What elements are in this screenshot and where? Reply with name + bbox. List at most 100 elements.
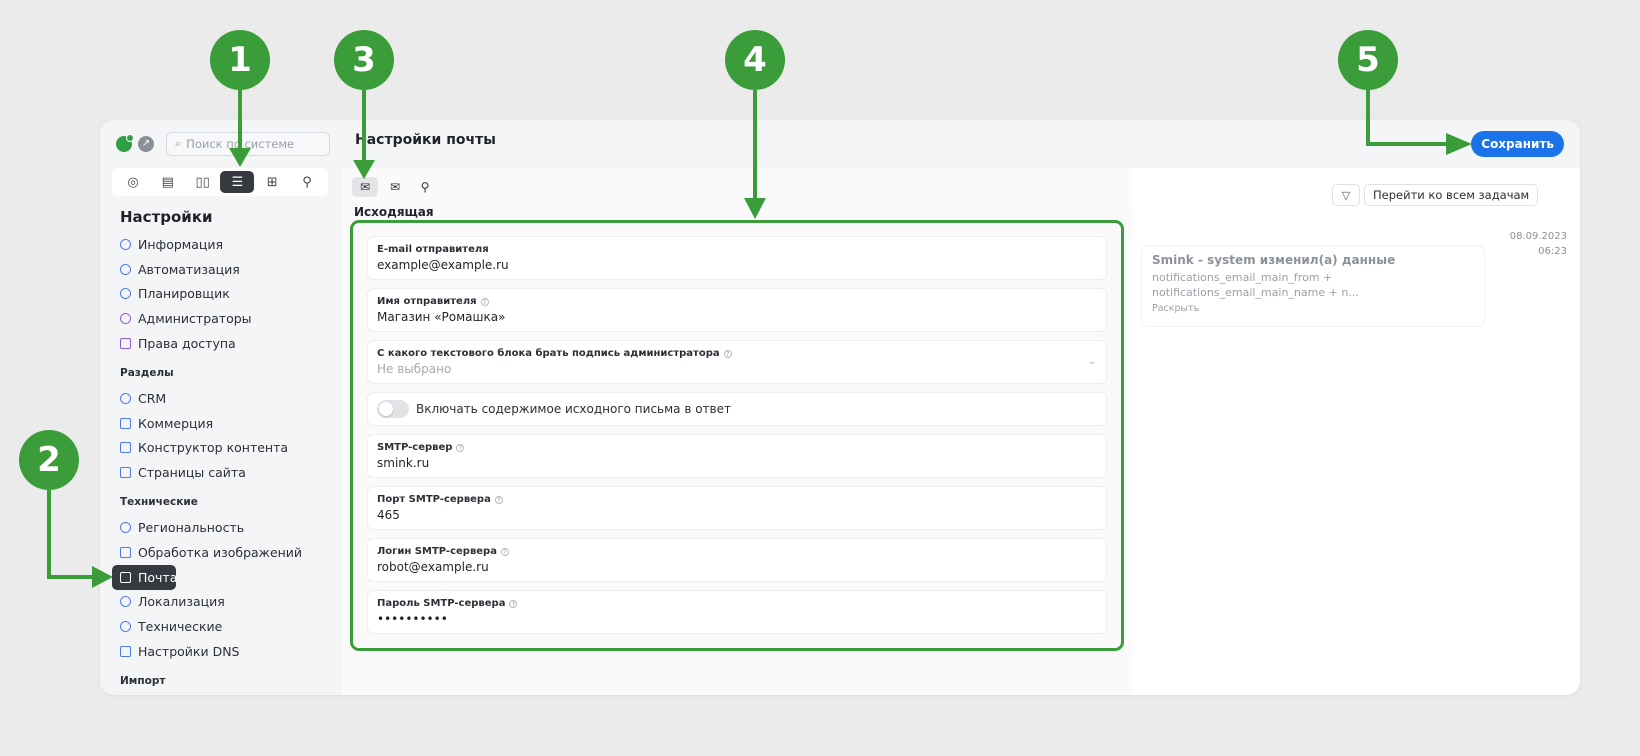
sidebar-title: Настройки [120, 208, 213, 226]
field-label: SMTP-сервер [377, 442, 453, 453]
sender-name-field[interactable]: Имя отправителя? Магазин «Ромашка» [367, 288, 1107, 332]
crm-tab-icon[interactable]: ◎ [127, 174, 139, 190]
sidebar-item-image-processing[interactable]: Обработка изображений [112, 540, 332, 565]
sidebar-section-tabs: ◎ ▤ ▯▯ ☰ ⊞ ⚲ [112, 168, 328, 196]
include-original-toggle-row: Включать содержимое исходного письма в о… [367, 392, 1107, 426]
incoming-mail-tab-icon[interactable]: ✉ [389, 180, 401, 194]
lock-icon [120, 338, 131, 350]
sidebar-item-info[interactable]: Информация [112, 232, 332, 257]
external-link-icon[interactable]: ↗ [138, 136, 154, 152]
field-value: robot@example.ru [377, 560, 489, 574]
field-label: Имя отправителя [377, 296, 477, 307]
sidebar-item-label: Автоматизация [138, 261, 240, 277]
help-icon[interactable]: ? [494, 495, 503, 504]
log-line: notifications_email_main_from + [1152, 271, 1333, 284]
search-icon: ⌕ [175, 137, 182, 150]
page-title: Настройки почты [355, 132, 496, 148]
sidebar-item-localization[interactable]: Локализация [112, 590, 332, 615]
annotation-marker-3: 3 [334, 30, 394, 90]
nav-group-import: Импорт [120, 674, 166, 687]
annotation-marker-5: 5 [1338, 30, 1398, 90]
smtp-password-field[interactable]: Пароль SMTP-сервера? •••••••••• [367, 590, 1107, 634]
info-icon [120, 238, 131, 250]
field-label: Пароль SMTP-сервера [377, 598, 506, 609]
include-original-switch[interactable] [377, 400, 409, 418]
shop-icon [120, 417, 131, 429]
sidebar-item-crm[interactable]: CRM [112, 386, 332, 411]
template-tab-icon[interactable]: ⚲ [420, 180, 430, 194]
save-button[interactable]: Сохранить [1471, 131, 1564, 157]
book-tab-icon[interactable]: ▯▯ [195, 174, 210, 190]
field-value: example@example.ru [377, 258, 509, 272]
signature-block-select[interactable]: С какого текстового блока брать подпись … [367, 340, 1107, 384]
sidebar-nav: Информация Автоматизация Планировщик Адм… [112, 232, 332, 694]
outgoing-mail-form: E-mail отправителя example@example.ru Им… [350, 220, 1124, 651]
globe-icon [120, 596, 131, 608]
help-icon[interactable]: ? [509, 599, 518, 608]
settings-tab-icon[interactable]: ☰ [220, 171, 255, 193]
user-status-icon[interactable] [116, 134, 134, 152]
sidebar-item-admins[interactable]: Администраторы [112, 306, 332, 331]
app-window: ↗ ⌕ Поиск по системе ◎ ▤ ▯▯ ☰ ⊞ ⚲ Настро… [100, 120, 1580, 695]
mail-icon [120, 571, 131, 583]
brush-tab-icon[interactable]: ⚲ [302, 174, 312, 190]
all-tasks-button[interactable]: Перейти ко всем задачам [1364, 184, 1539, 206]
sidebar-item-label: CRM [138, 390, 167, 406]
sidebar-item-access[interactable]: Права доступа [112, 331, 332, 356]
help-icon[interactable]: ? [500, 547, 509, 556]
field-label-row: Логин SMTP-сервера? [377, 546, 1097, 557]
expand-link[interactable]: Раскрыть [1152, 303, 1200, 314]
sidebar-item-commerce[interactable]: Коммерция [112, 411, 332, 436]
sidebar-item-regional[interactable]: Региональность [112, 515, 332, 540]
field-label: Логин SMTP-сервера [377, 546, 497, 557]
field-label-row: Имя отправителя? [377, 296, 1097, 307]
help-icon[interactable]: ? [723, 349, 732, 358]
outgoing-mail-tab-icon[interactable]: ✉ [352, 177, 378, 197]
image-icon [120, 546, 131, 558]
field-value: 465 [377, 508, 400, 522]
sidebar-item-technical[interactable]: Технические [112, 614, 332, 639]
filter-button[interactable]: ▽ [1332, 184, 1360, 206]
sidebar-item-dns[interactable]: Настройки DNS [112, 639, 332, 664]
filter-icon: ▽ [1341, 188, 1351, 202]
sender-email-field[interactable]: E-mail отправителя example@example.ru [367, 236, 1107, 280]
nav-group-technical: Технические [120, 496, 198, 509]
chevron-down-icon: ⌄ [1087, 356, 1096, 367]
sidebar-item-label: Локализация [138, 594, 225, 610]
smtp-server-field[interactable]: SMTP-сервер? smink.ru [367, 434, 1107, 478]
sidebar-item-label: Коммерция [138, 415, 214, 431]
help-icon[interactable]: ? [480, 297, 489, 306]
sidebar-item-label: Почта [138, 569, 178, 585]
field-label-row: Пароль SMTP-сервера? [377, 598, 1097, 609]
clock-icon [120, 288, 131, 300]
sidebar-item-scheduler[interactable]: Планировщик [112, 282, 332, 307]
log-time: 06:23 [1538, 246, 1567, 257]
arrow-3-head [353, 160, 375, 179]
help-icon[interactable]: ? [456, 443, 465, 452]
sidebar-item-label: Региональность [138, 520, 245, 536]
mail-settings-panel: ✉ ✉ ⚲ Исходящая E-mail отправителя examp… [342, 168, 1132, 695]
smtp-port-field[interactable]: Порт SMTP-сервера? 465 [367, 486, 1107, 530]
sidebar-item-label: Технические [138, 619, 223, 635]
sidebar-item-mail[interactable]: Почта [112, 564, 178, 590]
nav-group-sections: Разделы [120, 366, 174, 379]
log-text: notifications_email_main_from + notifica… [1152, 270, 1474, 300]
sidebar-item-content-builder[interactable]: Конструктор контента [112, 436, 332, 461]
smtp-login-field[interactable]: Логин SMTP-сервера? robot@example.ru [367, 538, 1107, 582]
sidebar-item-site-pages[interactable]: Страницы сайта [112, 460, 332, 485]
activity-panel: ▽ Перейти ко всем задачам 08.09.2023 06:… [1132, 168, 1580, 695]
crm-icon [120, 392, 131, 404]
plus-tab-icon[interactable]: ⊞ [266, 174, 278, 190]
sidebar-item-label: Настройки DNS [138, 644, 240, 660]
content-tab-icon[interactable]: ▤ [161, 174, 174, 190]
sidebar-item-label: Обработка изображений [138, 544, 303, 560]
field-value: Магазин «Ромашка» [377, 310, 506, 324]
arrow-1-head [229, 148, 251, 167]
arrow-5-line [1366, 90, 1448, 146]
field-placeholder: Не выбрано [377, 362, 452, 376]
log-title: Smink - system изменил(а) данные [1152, 253, 1396, 267]
arrow-4-head [744, 198, 766, 219]
arrow-2-line [47, 490, 94, 579]
annotation-marker-2: 2 [19, 430, 79, 490]
sidebar-item-automation[interactable]: Автоматизация [112, 257, 332, 282]
